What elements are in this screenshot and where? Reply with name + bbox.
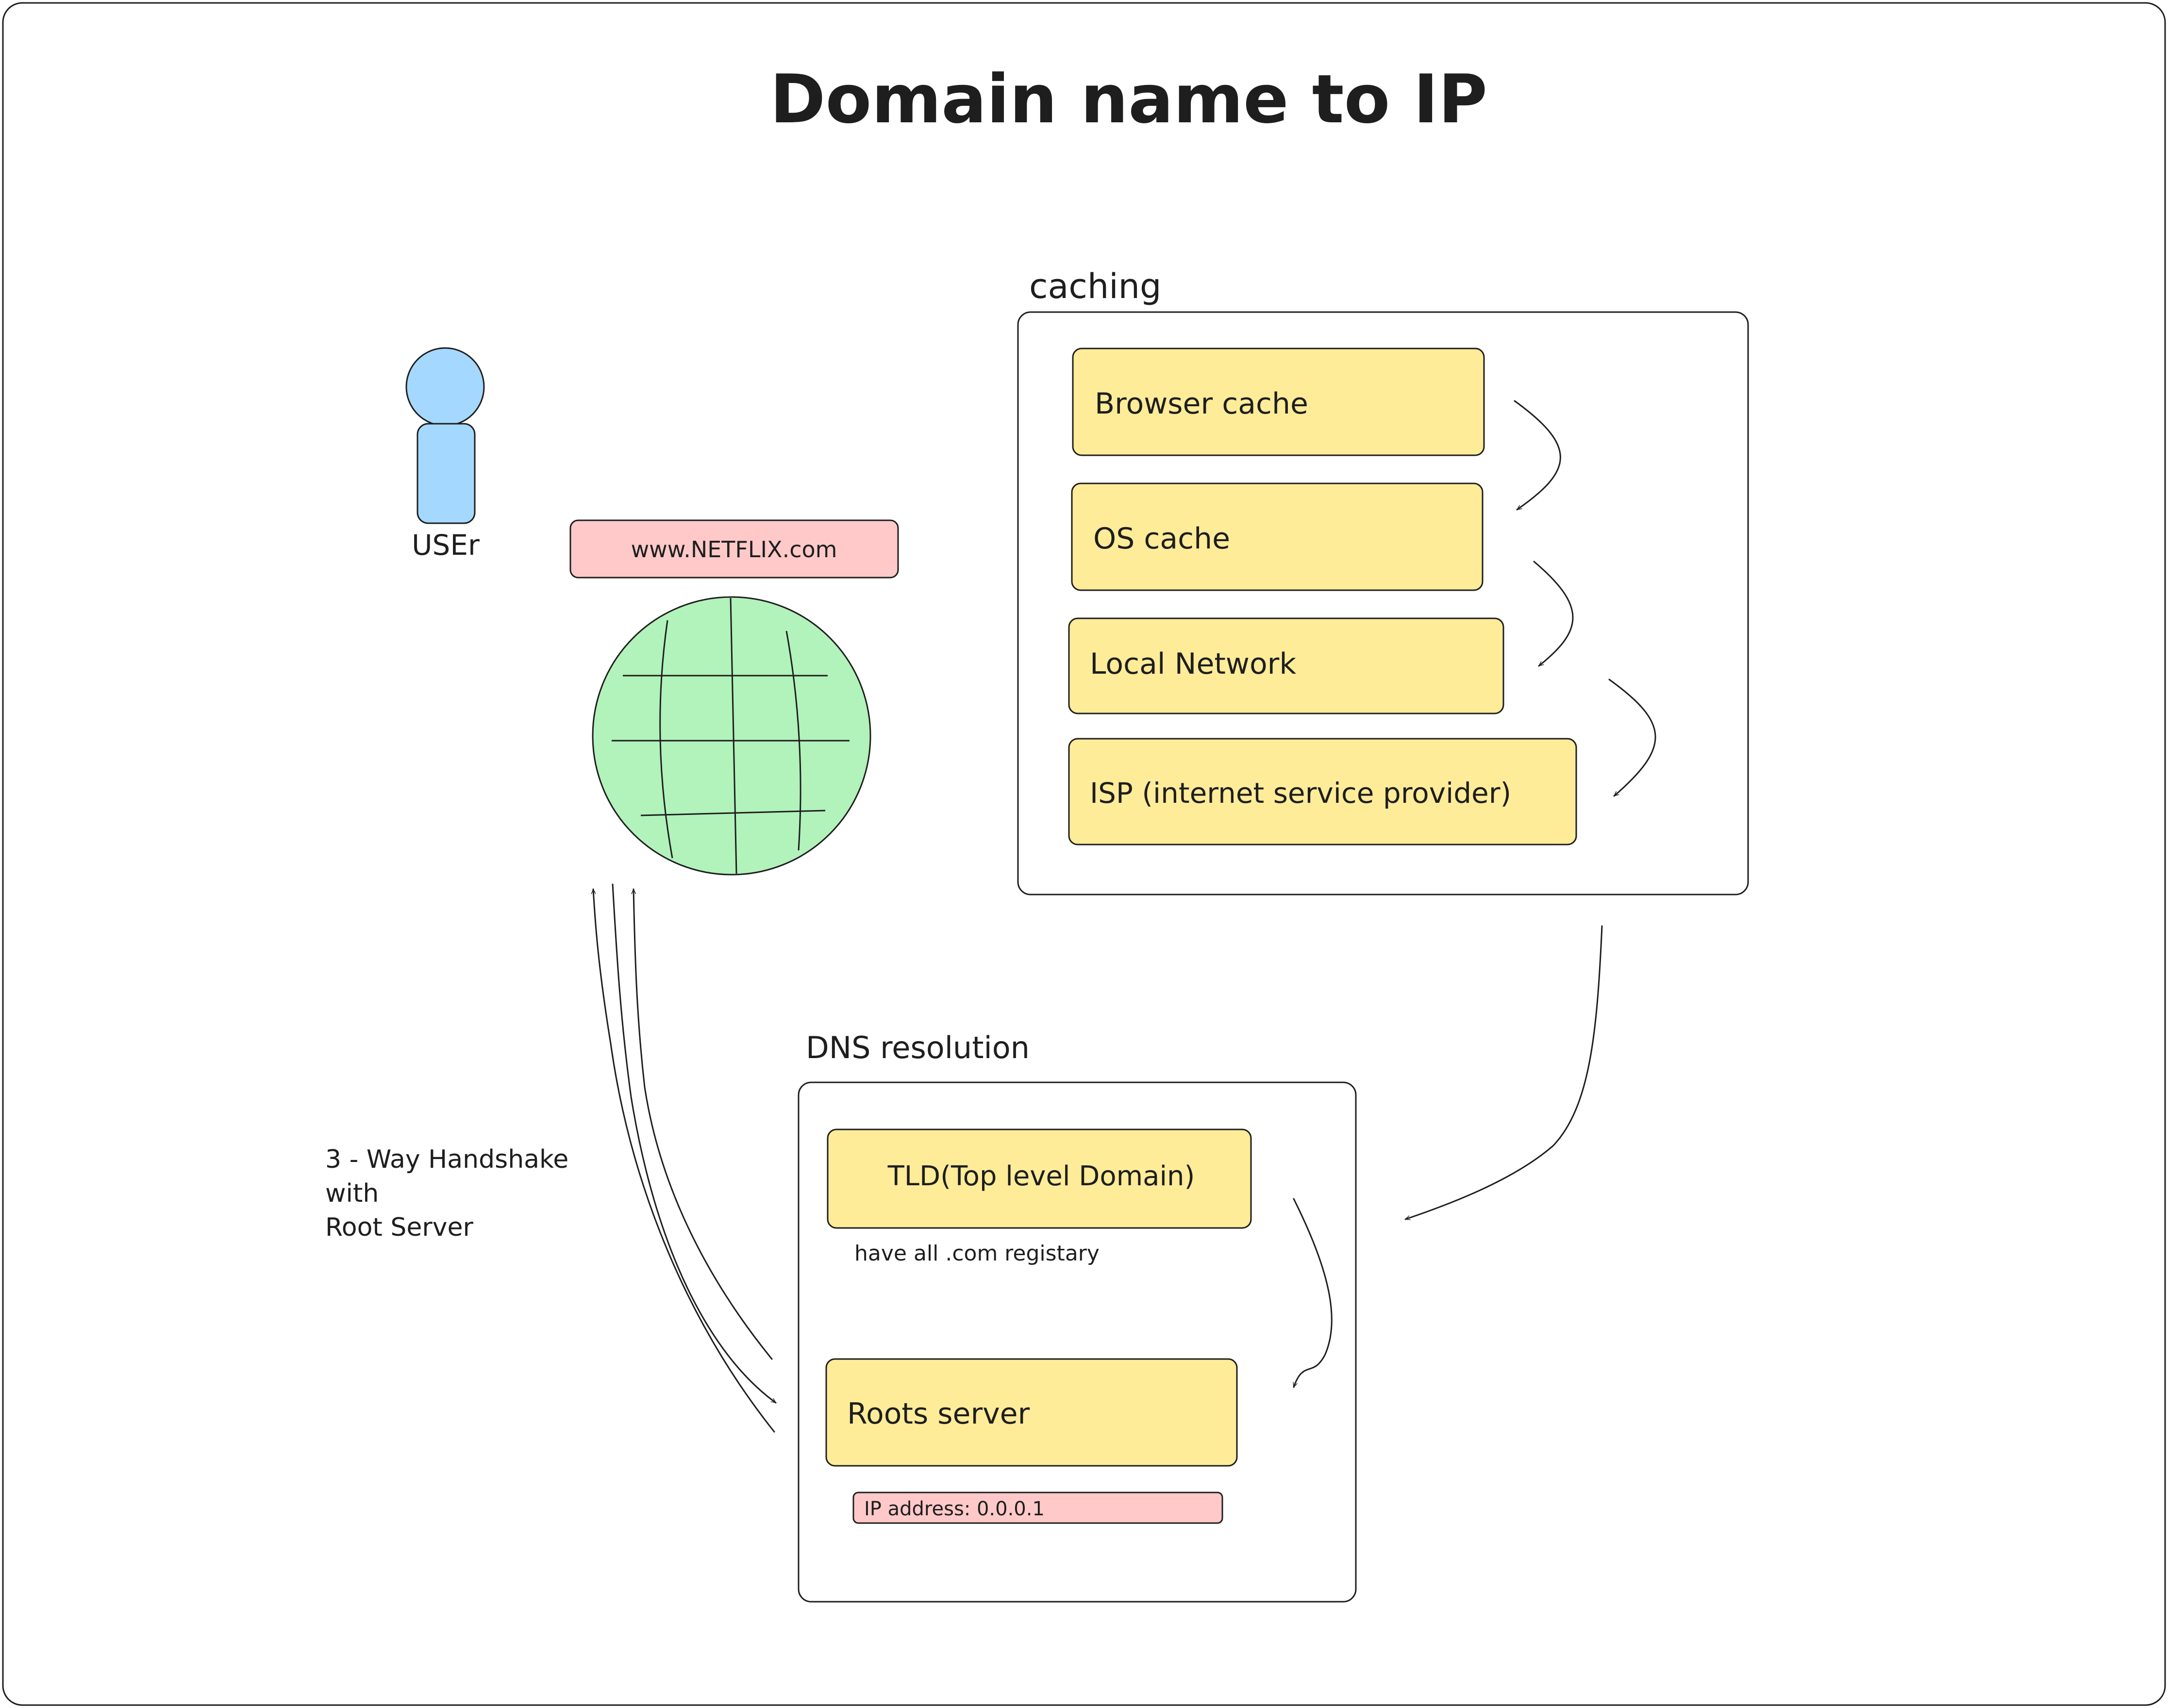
cache-item-label: ISP (internet service provider) [1090, 777, 1511, 810]
handshake-line-3: Root Server [325, 1213, 473, 1242]
handshake-label: 3 - Way Handshake with Root Server [325, 1145, 568, 1242]
dns-label: DNS resolution [806, 1030, 1030, 1065]
url-label: www.NETFLIX.com [631, 536, 837, 563]
caching-label: caching [1029, 266, 1161, 306]
arrow-os-to-local [1533, 561, 1574, 667]
handshake-line-2: with [325, 1179, 379, 1208]
arrow-caching-to-dns [1405, 925, 1603, 1219]
arrow-browser-to-os [1514, 400, 1561, 511]
ip-address-label: IP address: 0.0.0.1 [864, 1498, 1045, 1520]
user-figure: USEr [405, 347, 485, 562]
cache-item-local-network: Local Network [1068, 617, 1504, 714]
arrow-tld-to-roots [1294, 1198, 1333, 1387]
roots-server-label: Roots server [847, 1397, 1030, 1431]
cache-item-isp: ISP (internet service provider) [1068, 738, 1577, 846]
page-title: Domain name to IP [770, 60, 1487, 138]
arrow-handshake-down [612, 883, 777, 1404]
arrow-handshake-up-2 [634, 888, 773, 1360]
arrow-local-to-isp [1608, 679, 1656, 797]
cache-item-os: OS cache [1071, 482, 1484, 591]
arrow-handshake-up-1 [593, 888, 775, 1433]
ip-address-box: IP address: 0.0.0.1 [852, 1492, 1223, 1524]
handshake-line-1: 3 - Way Handshake [325, 1145, 568, 1174]
globe-icon [592, 596, 871, 876]
cache-item-label: Browser cache [1095, 387, 1308, 421]
user-label: USEr [412, 529, 480, 562]
tld-box: TLD(Top level Domain) [827, 1128, 1252, 1229]
cache-item-label: OS cache [1093, 522, 1230, 556]
user-head [405, 347, 485, 427]
cache-item-browser: Browser cache [1072, 348, 1485, 456]
tld-label: TLD(Top level Domain) [887, 1161, 1195, 1192]
tld-note: have all .com registary [854, 1241, 1100, 1266]
roots-server-box: Roots server [825, 1358, 1238, 1467]
cache-item-label: Local Network [1090, 647, 1296, 681]
url-box: www.NETFLIX.com [569, 519, 899, 579]
user-body [417, 423, 476, 524]
